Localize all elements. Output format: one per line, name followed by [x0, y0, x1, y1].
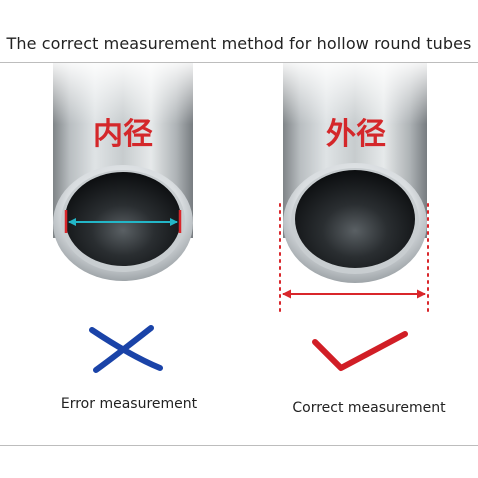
right-tube — [283, 63, 427, 283]
correct-caption: Correct measurement — [292, 400, 446, 416]
cross-icon — [89, 325, 163, 373]
check-icon — [312, 331, 408, 371]
bottom-divider — [0, 445, 478, 446]
inner-diameter-arrow — [64, 210, 182, 233]
inner-diameter-label: 内径 — [93, 117, 153, 152]
top-divider — [0, 62, 478, 63]
page-title: The correct measurement method for hollo… — [6, 34, 472, 53]
tube-illustration: 内径 外径 — [53, 63, 429, 373]
error-caption: Error measurement — [60, 396, 198, 412]
outer-diameter-arrow — [279, 203, 429, 313]
outer-diameter-label: 外径 — [326, 117, 386, 152]
left-tube — [53, 63, 193, 281]
